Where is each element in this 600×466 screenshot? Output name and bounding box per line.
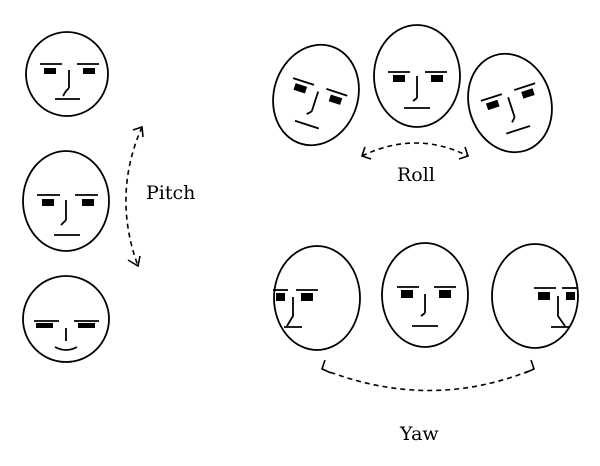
pitch-down-face (22, 275, 110, 363)
roll-left-face (272, 43, 360, 147)
roll-right-face (467, 52, 553, 154)
pitch-up-face (25, 31, 109, 117)
pitch-neutral-face (22, 150, 110, 252)
roll-arrow (360, 142, 470, 160)
roll-neutral-face (373, 24, 461, 128)
yaw-arrow (321, 359, 535, 392)
yaw-left-face (273, 245, 361, 351)
yaw-label: Yaw (400, 423, 439, 445)
yaw-neutral-face (381, 242, 469, 348)
yaw-right-face (491, 243, 579, 349)
pitch-arrow (125, 125, 144, 268)
pitch-label: Pitch (146, 182, 196, 204)
roll-label: Roll (397, 164, 435, 186)
